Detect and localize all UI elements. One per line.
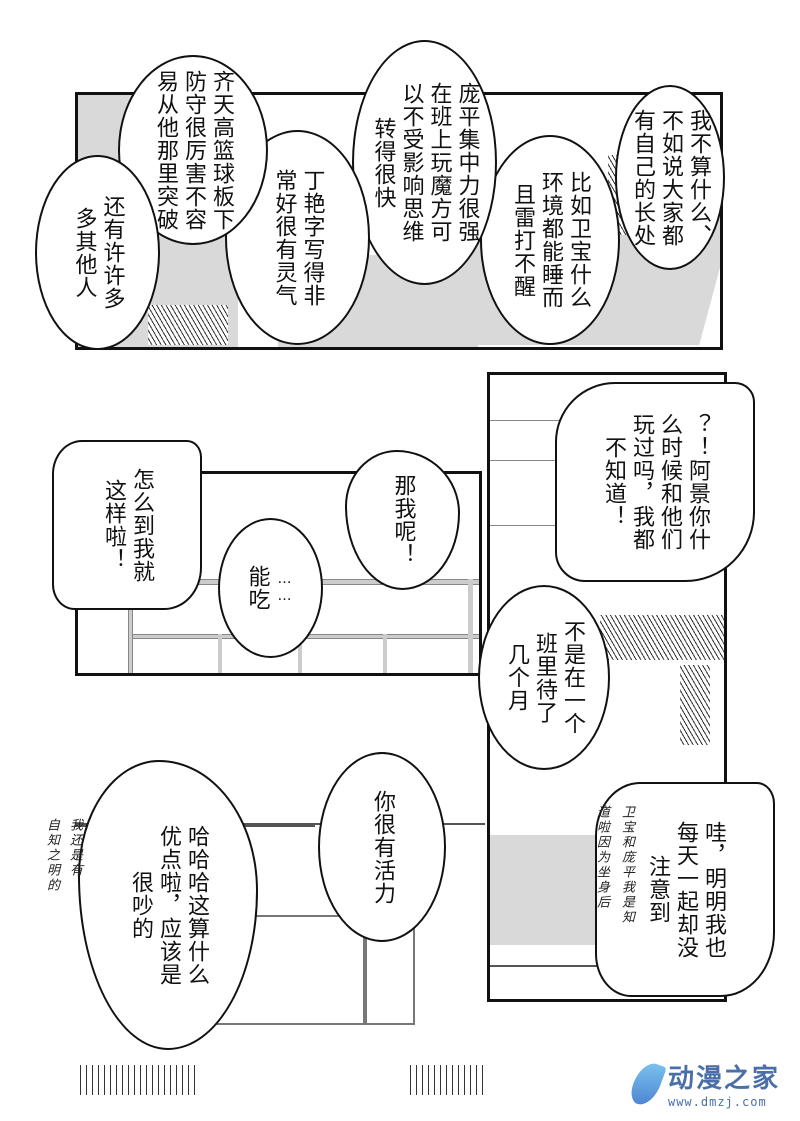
bubble-text: 环境都能睡而	[538, 171, 563, 309]
handwritten-note-2: 我还是有 自知之明的	[42, 818, 84, 893]
note-text: 我还是有	[67, 818, 82, 878]
window-mullion	[468, 579, 473, 673]
bubble-text: 注意到	[645, 855, 670, 924]
window-mullion	[218, 634, 222, 673]
bubble-text: 庞平集中力很强	[454, 82, 480, 243]
bubble-text: 每天一起却没	[673, 820, 698, 959]
bubble-text: 常好很有灵气	[271, 168, 297, 307]
speech-bubble-10: …… 能吃	[218, 518, 323, 658]
bubble-text: 在班上玩魔方可	[426, 82, 452, 243]
bubble-text: 你很有活力	[370, 789, 395, 905]
speech-bubble-7-exclaim: ？！阿景你什 么时候和他们 玩过吗，我都 不知道！	[555, 382, 755, 582]
speech-bubble-2: 比如卫宝什么 环境都能睡而 且雷打不醒	[480, 135, 620, 345]
watermark-name: 动漫之家	[667, 1064, 780, 1094]
wall-line	[490, 525, 570, 526]
bubble-text: 不是在一个	[560, 620, 585, 735]
bubble-text: 易从他那里突破	[153, 69, 178, 231]
bubble-text: 能吃	[244, 565, 270, 611]
window-mullion	[383, 634, 387, 673]
window-mullion	[298, 634, 302, 673]
bubble-text: 转得很快	[370, 116, 396, 209]
bubble-text: ？！阿景你什	[685, 413, 710, 551]
watermark-url: www.dmzj.com	[667, 1095, 767, 1109]
bubble-text: 哈哈哈这算什么	[184, 824, 209, 986]
speech-bubble-1: 我不算什么、 不如说大家都 有自己的长处	[615, 85, 725, 270]
bubble-text: 班里待了	[532, 631, 557, 724]
note-text: 自知之明的	[44, 818, 59, 893]
books-right	[405, 1065, 485, 1095]
bubble-text: 那我呢！	[390, 474, 416, 566]
speech-bubble-11-hex: 怎么到我就 这样啦！	[52, 440, 202, 610]
bubble-text: 防守很厉害不容	[181, 69, 206, 231]
bubble-text: 我不算什么、	[686, 108, 711, 247]
bubble-text: 齐天高篮球板下	[209, 69, 234, 231]
bubble-text: 优点啦，应该是	[156, 824, 181, 986]
speech-bubble-13: 你很有活力	[318, 752, 446, 942]
note-text: 道啦因为坐身后	[594, 805, 609, 910]
bubble-text: 这样啦！	[101, 479, 126, 571]
bubble-text: 以不受影响思维	[398, 82, 424, 243]
desk-hatching	[148, 305, 228, 345]
speech-bubble-12-spiky: 哇，明明我也 每天一起却没 注意到	[595, 782, 775, 997]
pole-hatching	[680, 665, 710, 745]
bubble-text: 哇，明明我也	[701, 820, 726, 959]
dmzj-logo-icon	[627, 1058, 667, 1109]
bubble-text: 怎么到我就	[129, 467, 154, 583]
bubble-text: 不知道！	[601, 436, 626, 528]
wall-line	[490, 460, 570, 461]
bubble-text: 很吵的	[128, 870, 153, 940]
note-text: 卫宝和庞平我是知	[619, 805, 634, 925]
speech-bubble-8: 不是在一个 班里待了 几个月	[478, 585, 610, 770]
bubble-text: 不如说大家都	[658, 108, 683, 247]
bubble-text: 还有许许多	[99, 195, 125, 310]
bubble-text: 玩过吗，我都	[629, 413, 654, 551]
bubble-text: 么时候和他们	[657, 413, 682, 551]
watermark: 动漫之家 www.dmzj.com	[627, 1058, 780, 1109]
bubble-text: ……	[276, 571, 293, 605]
bubble-text: 多其他人	[71, 206, 97, 299]
bubble-text: 丁艳字写得非	[299, 168, 325, 307]
wall-line	[490, 420, 570, 421]
speech-bubble-6: 还有许许多 多其他人	[35, 155, 160, 350]
speech-bubble-9: 那我呢！	[345, 450, 460, 590]
bubble-text: 比如卫宝什么	[566, 171, 591, 309]
chalk-ledge	[75, 823, 485, 825]
bubble-text: 几个月	[504, 643, 529, 712]
bubble-text: 且雷打不醒	[510, 182, 535, 298]
speech-bubble-14: 哈哈哈这算什么 优点啦，应该是 很吵的	[78, 760, 258, 1050]
shelf-hatching	[600, 615, 724, 660]
speech-bubble-3: 庞平集中力很强 在班上玩魔方可 以不受影响思维 转得很快	[352, 40, 497, 285]
books-left	[75, 1065, 195, 1095]
bubble-text: 有自己的长处	[630, 108, 655, 247]
handwritten-note-1: 卫宝和庞平我是知 道啦因为坐身后	[592, 805, 636, 925]
